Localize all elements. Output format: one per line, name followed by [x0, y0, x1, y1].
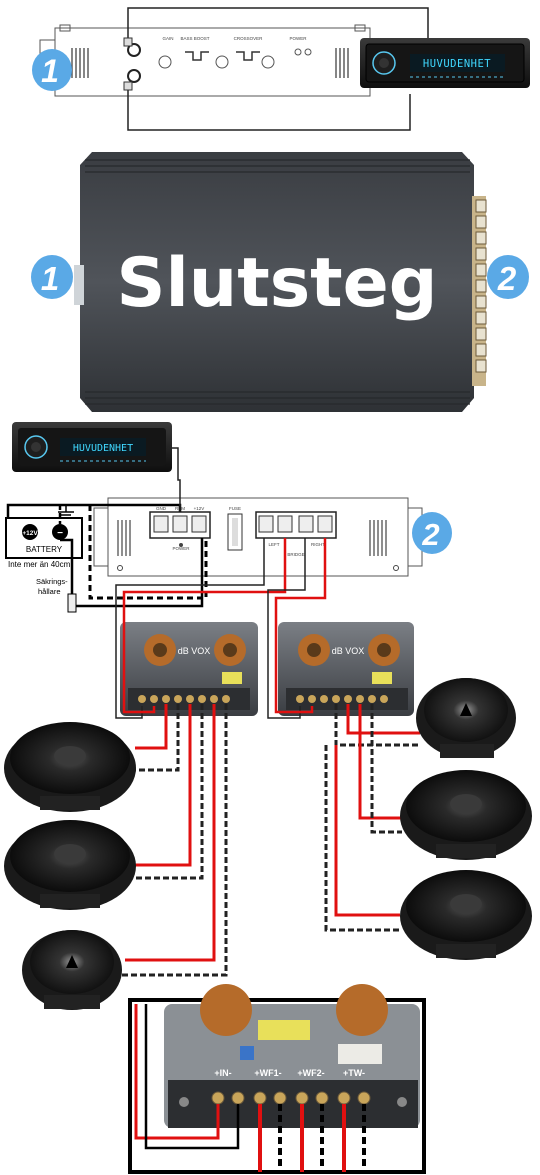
crossover-right: dB VOX — [278, 622, 414, 716]
svg-text:2: 2 — [421, 517, 439, 552]
rca-left — [127, 43, 141, 57]
label-power: POWER — [172, 546, 190, 551]
label-right: RIGHT — [311, 542, 325, 547]
terminal-tw: +TW- — [343, 1068, 365, 1078]
battery-distance-note: Inte mer än 40cm — [8, 560, 71, 569]
svg-text:1: 1 — [41, 53, 59, 89]
crossover-left: dB VOX — [120, 622, 258, 716]
head-unit-bottom: HUVUDENHET — [12, 422, 172, 472]
svg-text:2: 2 — [497, 260, 517, 297]
label-bridge: BRIDGE — [287, 552, 304, 557]
terminal-wf2: +WF2- — [297, 1068, 324, 1078]
fuse-holder-label-2: hållare — [38, 587, 61, 596]
vent-slots — [71, 48, 349, 78]
svg-text:1: 1 — [41, 260, 59, 297]
woofer-right-1 — [400, 770, 532, 860]
label-left: LEFT — [268, 542, 279, 547]
ground-symbol — [58, 504, 74, 519]
panel-label-gain: GAIN — [162, 36, 173, 41]
panel-label-power: POWER — [289, 36, 307, 41]
panel-label-bass-boost: BASS BOOST — [180, 36, 209, 41]
amplifier-photo: Slutsteg — [74, 152, 487, 412]
label-gnd: GND — [156, 506, 167, 511]
label-fuse: FUSE — [229, 506, 241, 511]
fuse-holder-label-1: Säkrings- — [36, 577, 68, 586]
head-unit-display-top: HUVUDENHET — [423, 58, 491, 70]
label-12v: +12V — [194, 506, 205, 511]
battery-label: BATTERY — [26, 545, 63, 554]
badge-two-amp: 2 — [487, 255, 529, 299]
head-unit-top: HUVUDENHET — [360, 38, 530, 88]
woofer-right-2 — [400, 870, 532, 960]
badge-two-panel: 2 — [412, 512, 452, 554]
terminal-in: +IN- — [214, 1068, 231, 1078]
inline-fuse — [67, 593, 77, 613]
battery: +12V − BATTERY — [5, 517, 83, 559]
crossover-right-brand: dB VOX — [332, 646, 365, 656]
amp-terminals — [475, 199, 487, 373]
amplifier-name: Slutsteg — [117, 244, 438, 323]
crossover-detail: +IN- +WF1- +WF2- +TW- — [128, 984, 426, 1174]
top-amp-panel: GAIN BASS BOOST CROSSOVER POWER — [39, 7, 429, 131]
woofer-left-2 — [4, 820, 136, 910]
head-unit-display-bottom: HUVUDENHET — [73, 443, 133, 454]
rca-right — [127, 69, 141, 83]
tweeter-right — [416, 678, 516, 758]
terminal-wf1: +WF1- — [254, 1068, 281, 1078]
badge-one-top: 1 — [32, 49, 72, 91]
badge-one-amp: 1 — [31, 255, 73, 299]
woofer-left-1 — [4, 722, 136, 812]
tweeter-left — [22, 930, 122, 1010]
crossover-left-brand: dB VOX — [178, 646, 211, 656]
battery-minus: − — [57, 528, 63, 539]
battery-plus: +12V — [22, 530, 38, 537]
amp-panel-bottom: GND REM +12V FUSE LEFT RIGHT BRIDGE POWE… — [93, 497, 423, 577]
panel-label-crossover: CROSSOVER — [234, 36, 264, 41]
